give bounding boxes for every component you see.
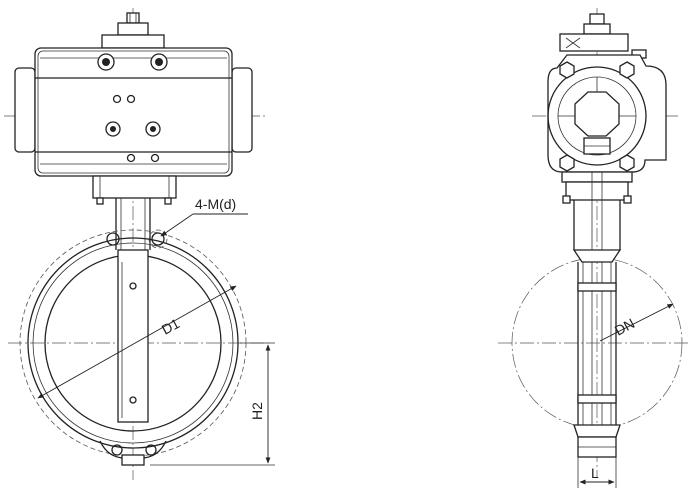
body-outer-ring bbox=[27, 237, 239, 449]
holes-label: 4-M(d) bbox=[195, 196, 236, 212]
mounting-bracket bbox=[92, 175, 177, 205]
valve-disc bbox=[117, 249, 149, 423]
side-actuator-housing bbox=[547, 54, 667, 173]
holes-leader bbox=[160, 213, 248, 237]
d1-label: D1 bbox=[159, 315, 183, 338]
actuator-top-bolts bbox=[97, 53, 168, 71]
valve-neck bbox=[115, 198, 151, 250]
l-label: L bbox=[591, 465, 599, 481]
actuator-ports bbox=[105, 94, 161, 163]
side-bracket bbox=[561, 171, 633, 204]
side-valve-body bbox=[573, 262, 621, 458]
side-top-stem bbox=[559, 13, 647, 59]
l-dimension bbox=[577, 457, 617, 488]
side-hex-bolts bbox=[559, 61, 635, 172]
top-indicator bbox=[101, 12, 165, 49]
bottom-lugs bbox=[99, 440, 167, 466]
side-neck bbox=[572, 172, 622, 440]
h2-label: H2 bbox=[249, 402, 265, 420]
side-view: DN L bbox=[498, 8, 690, 488]
pneumatic-actuator bbox=[14, 47, 253, 177]
d1-dimension bbox=[37, 285, 237, 399]
front-view: 4-M(d) D1 H2 bbox=[4, 8, 275, 480]
dn-dimension bbox=[599, 303, 674, 342]
h2-dimension bbox=[150, 342, 275, 466]
